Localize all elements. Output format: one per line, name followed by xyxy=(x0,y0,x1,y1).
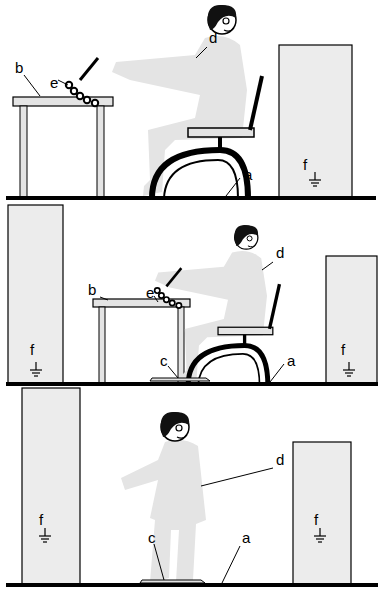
callout-letter: f xyxy=(303,157,307,172)
callout-letter: e xyxy=(50,75,58,90)
callout-letter: f xyxy=(314,512,318,527)
callout-letter: a xyxy=(287,353,295,368)
callout-letter: a xyxy=(244,167,252,182)
callout-letter: b xyxy=(88,282,96,297)
callout-letter: f xyxy=(341,342,345,357)
callout-letter: a xyxy=(242,530,250,545)
callout-letter: c xyxy=(148,530,156,545)
callout-letter: f xyxy=(39,512,43,527)
callout-letter: d xyxy=(209,30,217,45)
callout-letter: f xyxy=(30,342,34,357)
callout-letter: c xyxy=(160,353,168,368)
callout-letter: e xyxy=(146,285,154,300)
callout-letter: d xyxy=(276,452,284,467)
callout-letter: d xyxy=(276,245,284,260)
callout-letter: b xyxy=(15,60,23,75)
